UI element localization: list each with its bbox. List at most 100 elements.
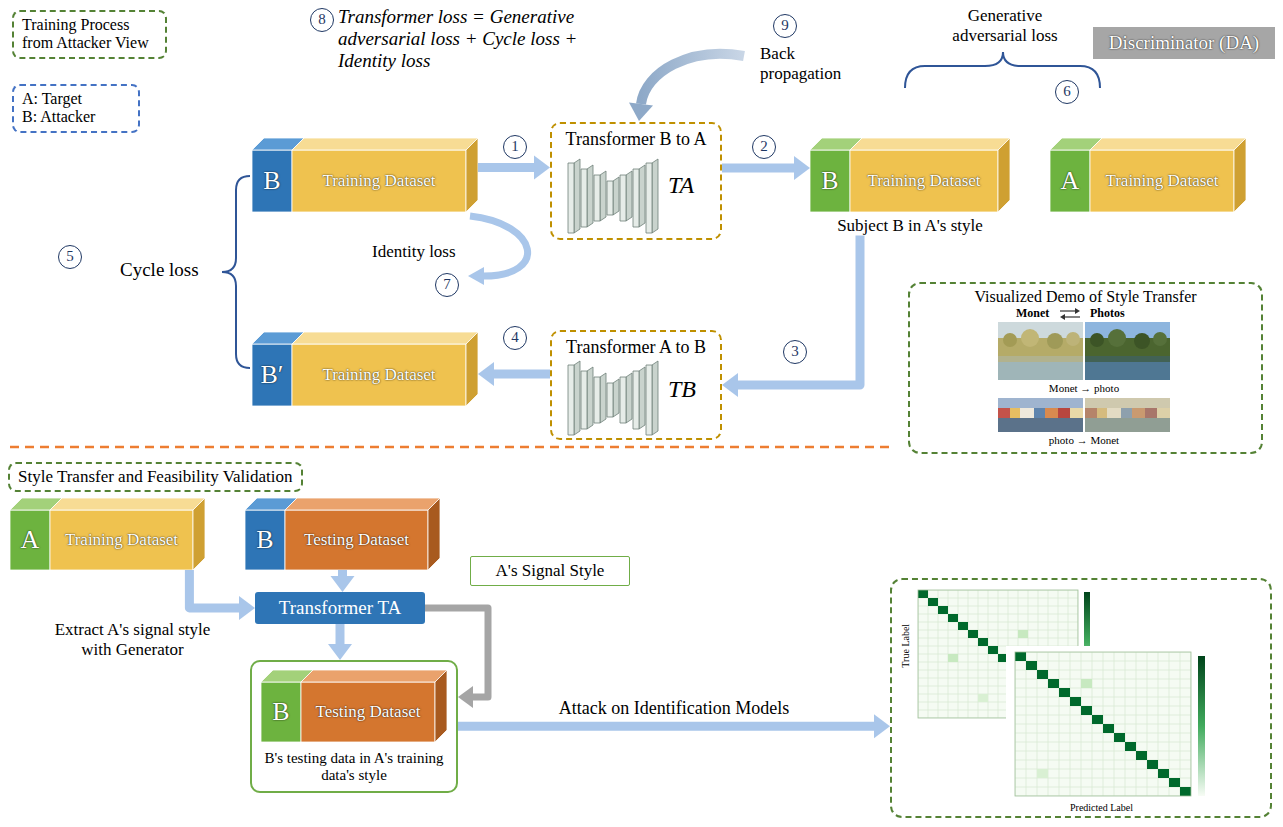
- confusion-matrix: [1081, 679, 1092, 688]
- demo-painting: [998, 322, 1083, 380]
- demo-photo: [998, 408, 1010, 418]
- demo-painting: [998, 356, 1083, 362]
- transformer-title: Transformer B to A: [552, 129, 720, 150]
- demo-painting: [1085, 408, 1097, 418]
- image-caption: Photos: [1090, 307, 1125, 321]
- confusion-matrix: [1015, 652, 1191, 796]
- cube-face: [1090, 150, 1234, 212]
- demo-photo: [1085, 322, 1170, 380]
- cube-face: [850, 138, 1010, 150]
- flow-arrow: [722, 236, 860, 397]
- cube-face: [1050, 150, 1090, 212]
- arrow-shaft: [722, 164, 795, 173]
- cube-face: [292, 332, 478, 344]
- arrow-shaft: [338, 570, 347, 577]
- swap-symbol: [1064, 316, 1080, 317]
- swap-symbol: [1060, 310, 1076, 311]
- flow-arrow: [189, 570, 255, 620]
- image-caption: Monet → photo: [998, 382, 1170, 395]
- backprop-arrow: [641, 54, 744, 104]
- dataset-name: Training Dataset: [292, 344, 466, 406]
- arrow-head: [874, 714, 890, 738]
- demo-painting: [1085, 418, 1170, 432]
- demo-photo: [1085, 322, 1170, 380]
- demo-photo: [1153, 332, 1167, 346]
- transformer-box: Transformer TA: [255, 592, 425, 624]
- cube-face: [50, 498, 205, 510]
- callout-number: 4: [503, 326, 527, 350]
- cube-face: [10, 510, 50, 570]
- network-layers-icon: [568, 361, 658, 435]
- confusion-matrix: [1015, 652, 1191, 796]
- callout-number: 2: [752, 135, 776, 159]
- dataset-letter: A: [1050, 150, 1090, 212]
- demo-photo: [1045, 408, 1058, 418]
- confusion-matrix: [978, 694, 988, 702]
- demo-painting: [1097, 408, 1107, 418]
- dataset-name: Training Dataset: [850, 150, 998, 212]
- dataset-cube: BTesting Dataset: [261, 670, 447, 742]
- arrow-head: [478, 362, 494, 386]
- transformer-symbol: TA: [668, 172, 694, 200]
- dataset-letter: B: [810, 150, 850, 212]
- node-label: Discriminator (DA): [1099, 32, 1269, 54]
- cube-face: [466, 138, 478, 212]
- demo-photo: [1070, 408, 1083, 418]
- cube-face: [466, 332, 478, 406]
- cube-face: [193, 498, 205, 570]
- cube-face: [261, 682, 301, 742]
- callout-number: 8: [310, 8, 334, 32]
- section-divider: [10, 446, 895, 449]
- dataset-name: Testing Dataset: [301, 682, 435, 742]
- dataset-cube: BTesting Dataset: [245, 498, 440, 570]
- section-heading-box: Style Transfer and Feasibility Validatio…: [8, 462, 303, 492]
- output-box: B's testing data in A's training data's …: [250, 660, 458, 793]
- cycle-bracket: [222, 176, 250, 368]
- node-label: Style Transfer and Feasibility Validatio…: [18, 467, 293, 487]
- cube-face: [292, 344, 466, 406]
- cube-face: [810, 150, 850, 212]
- callout-number: 9: [773, 14, 797, 38]
- demo-painting: [1121, 408, 1132, 418]
- callout-number: 1: [503, 135, 527, 159]
- color-scale: [1198, 656, 1205, 796]
- dataset-cube: BTraining Dataset: [252, 138, 478, 212]
- cube-face: [292, 138, 478, 150]
- demo-painting: [1107, 408, 1121, 418]
- flow-arrow: [328, 624, 352, 660]
- panel-title: Visualized Demo of Style Transfer: [910, 288, 1261, 306]
- node-label: A: Target: [22, 90, 130, 108]
- dataset-letter: B: [245, 510, 285, 570]
- axis-label: True Label: [900, 624, 912, 668]
- confusion-matrix: [1015, 652, 1191, 796]
- cube-face: [245, 510, 285, 570]
- demo-painting: [998, 356, 1083, 380]
- axis-label: Predicted Label: [1070, 802, 1133, 814]
- dataset-letter: A: [10, 510, 50, 570]
- transformer-symbol: TB: [668, 376, 696, 404]
- style-box: A's Signal Style: [470, 556, 630, 586]
- key-box: A: TargetB: Attacker: [12, 84, 140, 133]
- demo-photo: [998, 398, 1083, 432]
- node-label: Training Process from Attacker View: [22, 16, 157, 53]
- cube-face: [285, 498, 440, 510]
- cube-face: [435, 670, 447, 742]
- dataset-cube: BTraining DatasetSubject B in A's style: [810, 138, 1010, 236]
- cube-face: [850, 150, 998, 212]
- identity-arrow: [470, 216, 528, 276]
- note-text: Generative adversarial loss: [930, 6, 1080, 45]
- section-heading-box: Training Process from Attacker View: [12, 10, 167, 59]
- note-text: Back propagation: [760, 44, 855, 83]
- confusion-matrix: [1037, 769, 1048, 778]
- swap-symbol: [1075, 308, 1080, 314]
- demo-painting: [1085, 398, 1170, 432]
- demo-panel: Visualized Demo of Style TransferMonetPh…: [908, 282, 1263, 454]
- dataset-name: Training Dataset: [50, 510, 193, 570]
- transformer-title: Transformer A to B: [552, 337, 720, 358]
- note-text: Extract A's signal style with Generator: [40, 620, 225, 659]
- cube-face: [998, 138, 1010, 212]
- callout-number: 3: [783, 340, 807, 364]
- node-label: Transformer TA: [261, 597, 419, 619]
- dataset-cube: B′Training Dataset: [252, 332, 478, 406]
- demo-painting: [1132, 408, 1145, 418]
